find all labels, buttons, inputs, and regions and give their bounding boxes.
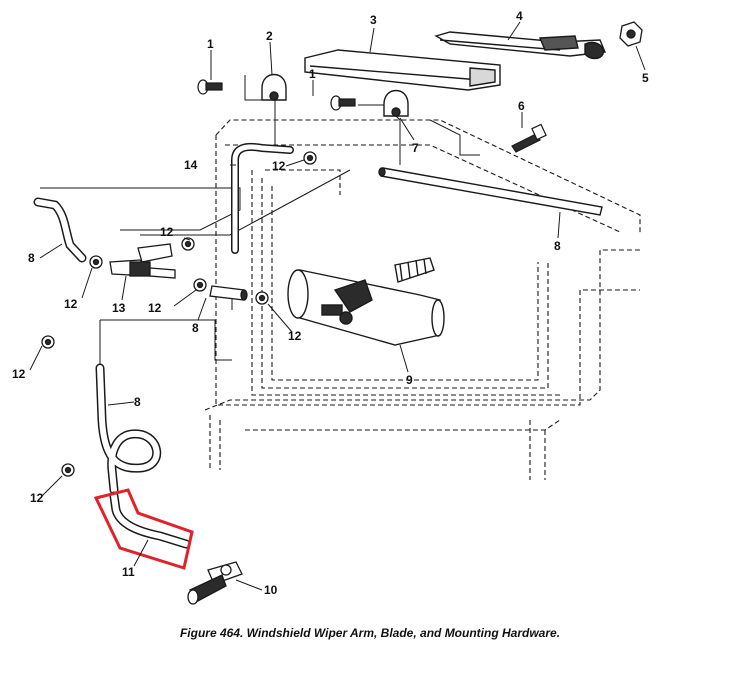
- callout-numbers: 1 2 3 4 5 1 6 7 14 12 8 8 12 12 13 12 8 …: [12, 9, 649, 597]
- hose-clip-a: [303, 151, 317, 165]
- callout-11: 11: [122, 565, 135, 579]
- callout-4: 4: [516, 9, 523, 23]
- callout-2: 2: [266, 29, 273, 43]
- mounting-bolt: [511, 123, 547, 153]
- callout-leaders: [29, 21, 646, 591]
- hose-clip-e: [255, 291, 269, 305]
- callout-14: 14: [184, 158, 198, 172]
- hose-clip-b: [89, 255, 103, 269]
- washer-nozzle: [187, 561, 243, 605]
- callout-12-right: 12: [288, 329, 302, 343]
- callout-12-upper: 12: [160, 225, 174, 239]
- callout-12-top: 12: [272, 159, 286, 173]
- callout-6: 6: [518, 99, 525, 113]
- callout-9: 9: [406, 373, 413, 387]
- hose-clamp-left: [261, 73, 287, 101]
- callout-1-left: 1: [207, 37, 214, 51]
- wiper-blade: [304, 49, 501, 91]
- hose-clamp-right: [383, 89, 409, 117]
- hose-clip-c: [181, 237, 195, 251]
- callout-3: 3: [370, 13, 377, 27]
- hose-short-middle: [209, 285, 248, 301]
- callout-13: 13: [112, 301, 126, 315]
- hose-top-long: [378, 167, 603, 216]
- wiper-arm: [434, 31, 607, 60]
- tee-connector: [109, 243, 176, 279]
- hose-clip-f: [41, 335, 55, 349]
- callout-10: 10: [264, 583, 278, 597]
- figure-caption: Figure 464. Windshield Wiper Arm, Blade,…: [179, 626, 561, 640]
- callout-8-lower: 8: [134, 395, 141, 409]
- callout-12-leftclip: 12: [64, 297, 78, 311]
- highlight-outline: [93, 488, 194, 570]
- hose-clip-g: [61, 463, 75, 477]
- hose-clip-d: [193, 278, 207, 292]
- callout-12-lower: 12: [12, 367, 26, 381]
- screw-right: [330, 95, 356, 111]
- screw-left: [197, 79, 223, 95]
- callout-8-top: 8: [554, 239, 561, 253]
- callout-12-bottom: 12: [30, 491, 44, 505]
- callout-1-right: 1: [309, 67, 316, 81]
- callout-7: 7: [412, 141, 419, 155]
- callout-12-mid: 12: [148, 301, 162, 315]
- callout-5: 5: [642, 71, 649, 85]
- washer-pump-motor: [287, 257, 445, 346]
- hose-lower-loop: [95, 363, 162, 495]
- callout-8-left: 8: [28, 251, 35, 265]
- arm-retaining-nut: [619, 21, 643, 47]
- callout-8-mid: 8: [192, 321, 199, 335]
